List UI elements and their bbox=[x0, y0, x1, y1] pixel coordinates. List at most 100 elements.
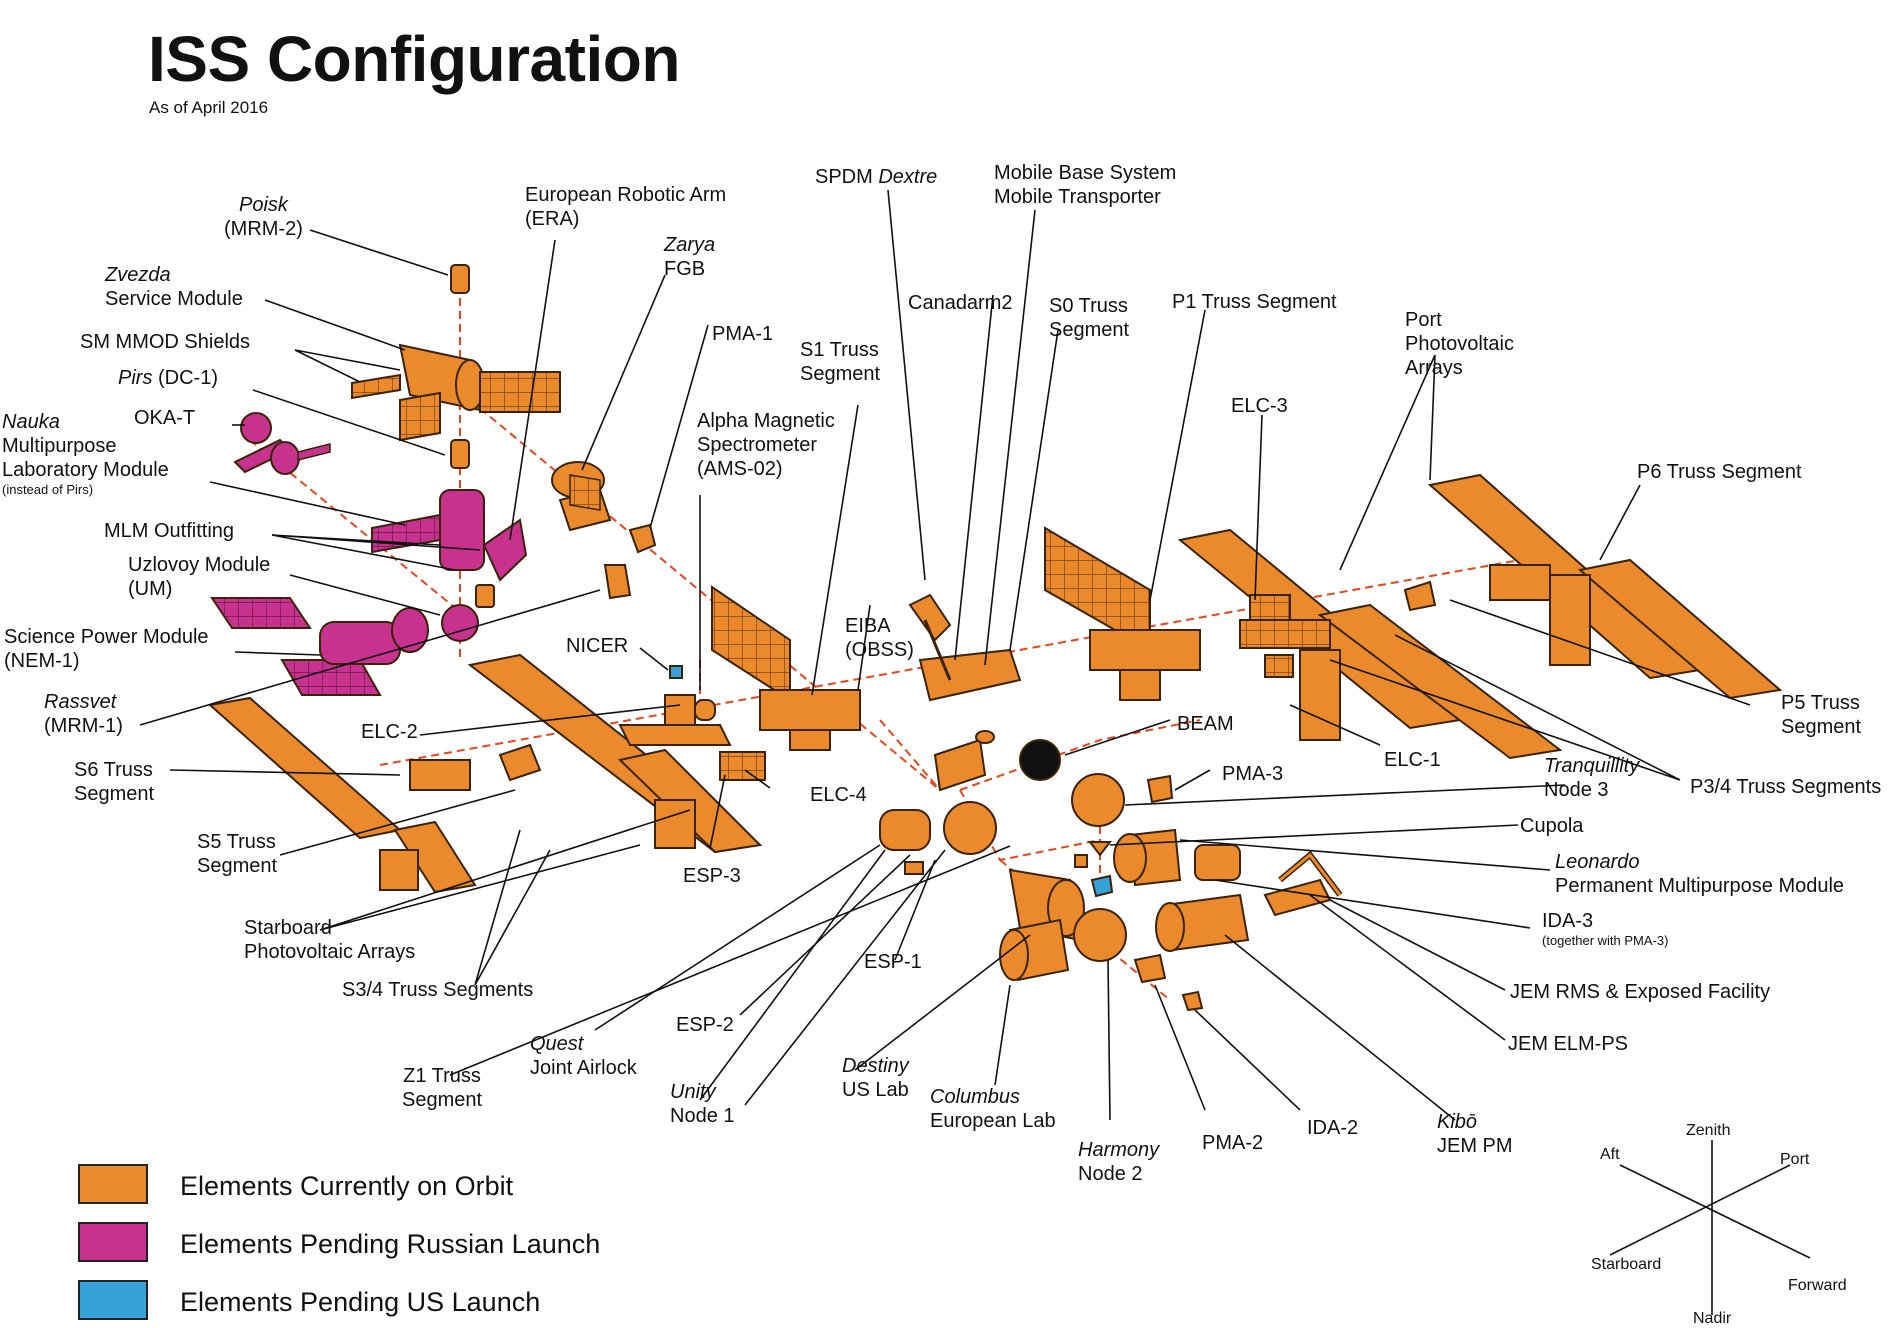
nicer-payload bbox=[669, 665, 683, 679]
science-power-module bbox=[210, 597, 429, 696]
label-uzlovoy: Uzlovoy Module(UM) bbox=[128, 554, 271, 600]
harmony-node bbox=[1073, 908, 1127, 962]
label-oka-t: OKA-T bbox=[134, 407, 196, 429]
label-pirs: Pirs (DC-1) bbox=[118, 367, 218, 389]
s1-segment bbox=[711, 585, 861, 751]
p3-p4-arrays bbox=[1177, 528, 1563, 760]
p6-p5-arrays bbox=[1403, 473, 1783, 700]
s0-segment bbox=[908, 593, 1022, 702]
label-elc-3: ELC-3 bbox=[1231, 395, 1288, 417]
label-esp-2: ESP-2 bbox=[676, 1014, 734, 1036]
quest-airlock bbox=[879, 809, 931, 875]
axis-forward: Forward bbox=[1788, 1277, 1847, 1294]
z1-segment bbox=[933, 730, 995, 792]
s3-s4-arrays bbox=[467, 653, 763, 854]
label-nicer: NICER bbox=[566, 635, 629, 657]
label-jem-elm-ps: JEM ELM-PS bbox=[1508, 1033, 1629, 1055]
pirs-module bbox=[450, 439, 470, 469]
label-pma-3: PMA-3 bbox=[1222, 763, 1284, 785]
p1-segment bbox=[1044, 526, 1201, 701]
uzlovoy-module bbox=[441, 584, 495, 642]
label-sm-mmod-shields: SM MMOD Shields bbox=[80, 331, 251, 353]
legend-item-orbit: Elements Currently on Orbit bbox=[78, 1164, 778, 1208]
leader-lines bbox=[139, 189, 1751, 1121]
label-pma-1: PMA-1 bbox=[712, 323, 774, 345]
destiny-lab bbox=[1008, 868, 1085, 942]
axis-aft: Aft bbox=[1600, 1146, 1620, 1163]
legend-swatch-us bbox=[78, 1280, 148, 1320]
elc-4 bbox=[719, 751, 766, 781]
pma-1 bbox=[628, 523, 657, 554]
axis-port: Port bbox=[1780, 1151, 1810, 1168]
poisk-module bbox=[450, 264, 470, 294]
page-subtitle: As of April 2016 bbox=[149, 98, 269, 117]
unity-node bbox=[943, 801, 997, 855]
zarya-module bbox=[551, 461, 612, 532]
axis-starboard: Starboard bbox=[1591, 1256, 1662, 1273]
axis-zenith: Zenith bbox=[1686, 1122, 1731, 1139]
label-canadarm2: Canadarm2 bbox=[908, 292, 1013, 314]
s6-s5-arrays bbox=[207, 696, 542, 894]
nauka-module bbox=[371, 489, 528, 582]
label-eiba: EIBA(OBSS) bbox=[845, 615, 914, 661]
label-era: European Robotic Arm(ERA) bbox=[525, 184, 727, 230]
rassvet-module bbox=[603, 564, 632, 600]
legend-swatch-russian bbox=[78, 1222, 148, 1262]
legend-label-russian: Elements Pending Russian Launch bbox=[180, 1229, 601, 1259]
pma-2 bbox=[1133, 953, 1167, 984]
label-rassvet: Rassvet(MRM-1) bbox=[44, 691, 123, 737]
label-p6-truss: P6 Truss Segment bbox=[1637, 461, 1802, 483]
direction-axes bbox=[1609, 1140, 1811, 1315]
jem-rms-exposed-facility bbox=[1263, 850, 1343, 917]
zvezda-solar-arrays bbox=[351, 371, 561, 442]
label-elc-1: ELC-1 bbox=[1384, 749, 1441, 771]
label-poisk: Poisk(MRM-2) bbox=[224, 194, 303, 240]
label-jem-rms: JEM RMS & Exposed Facility bbox=[1510, 981, 1771, 1003]
jem-elm-ps bbox=[1194, 844, 1241, 881]
legend-item-russian: Elements Pending Russian Launch bbox=[78, 1222, 778, 1266]
label-elc-2: ELC-2 bbox=[361, 721, 418, 743]
tranquility-node bbox=[1071, 773, 1174, 827]
label-science-power-module: Science Power Module(NEM-1) bbox=[4, 626, 209, 672]
ida-pending-us bbox=[1090, 874, 1114, 898]
axis-nadir: Nadir bbox=[1693, 1310, 1732, 1327]
label-ida-3: IDA-3(together with PMA-3) bbox=[1542, 910, 1669, 948]
ida-2 bbox=[1181, 990, 1204, 1012]
label-pma-2: PMA-2 bbox=[1202, 1132, 1264, 1154]
legend-swatch-orbit bbox=[78, 1164, 148, 1204]
cupola bbox=[1074, 841, 1113, 868]
label-p3-p4-truss: P3/4 Truss Segments bbox=[1690, 776, 1882, 798]
label-esp-3: ESP-3 bbox=[683, 865, 741, 887]
label-ida-2: IDA-2 bbox=[1307, 1117, 1359, 1139]
legend-label-us: Elements Pending US Launch bbox=[180, 1287, 541, 1317]
beam-module bbox=[1019, 739, 1061, 781]
label-spdm-dextre: SPDM Dextre bbox=[815, 166, 938, 188]
legend-label-orbit: Elements Currently on Orbit bbox=[180, 1171, 514, 1201]
page-title: ISS Configuration bbox=[148, 23, 680, 95]
label-esp-1: ESP-1 bbox=[864, 951, 922, 973]
leonardo-pmm bbox=[1113, 828, 1182, 887]
label-elc-4: ELC-4 bbox=[810, 784, 867, 806]
label-s3-s4-truss: S3/4 Truss Segments bbox=[342, 979, 534, 1001]
